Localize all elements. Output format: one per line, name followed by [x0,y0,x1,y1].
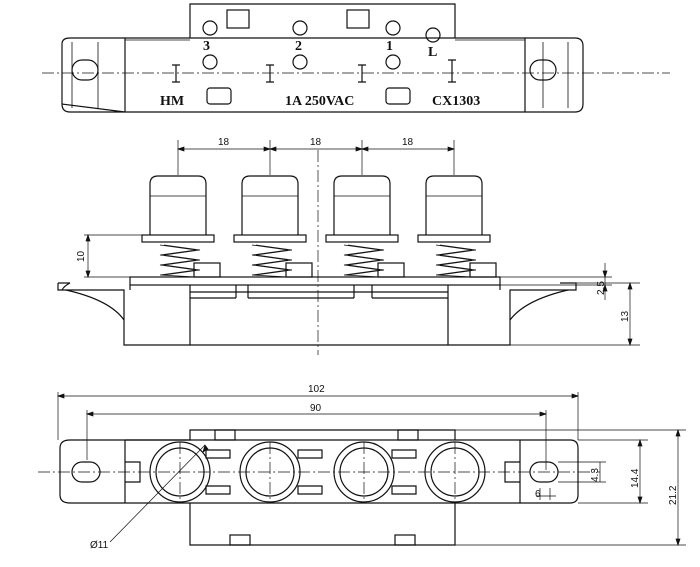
pin-label-3: 3 [203,39,210,54]
bottom-view: 102 90 [38,384,686,551]
diameter-leader [109,444,206,543]
front-top-plate [129,276,501,286]
left-mount-slot [71,59,99,81]
dim-height-inner: 14.4 [630,468,641,488]
top-tab-right [346,9,370,29]
bottom-flange-outline [59,439,579,504]
dim-slot-width: 6 [535,489,541,500]
pin-hole-la [425,27,441,43]
pin-hole-3b [202,54,218,70]
pin-hole-1a [385,20,401,36]
dim-height-outer: 21.2 [668,485,679,505]
bottom-tab-right [385,87,411,105]
push-button-1 [141,175,215,243]
top-view: 3 2 1 L HM 1A 250VAC CX1303 [42,3,670,113]
dim-slot-height: 4.3 [590,468,601,482]
dim-hole-pitch: 90 [310,403,322,414]
terminal-pins [172,59,456,83]
pitch-dim-1: 18 [218,137,230,148]
spring-2 [251,244,289,278]
push-button-4 [417,175,491,243]
spring-3 [343,244,381,278]
pin-hole-2a [292,20,308,36]
spring-4 [435,244,473,278]
bottom-tab-left [206,87,232,105]
marking-left: HM [160,94,184,109]
top-tab-left [226,9,250,29]
right-mount-slot [529,59,557,81]
front-view: 18 18 18 [57,137,640,355]
top-left-flange [61,37,126,113]
pin-label-1: 1 [386,39,393,54]
dim-body-height: 13 [620,310,631,322]
dim-overall-length: 102 [308,384,325,395]
dim-button-diameter: Ø11 [90,540,109,551]
dim-plate: 2.5 [596,281,607,295]
pin-label-2: 2 [295,39,302,54]
push-button-3 [325,175,399,243]
dim-button-height: 10 [76,250,87,262]
pin-hole-1b [385,54,401,70]
push-button-2 [233,175,307,243]
pin-label-l: L [428,45,437,60]
marking-rating: 1A 250VAC [285,94,354,109]
pitch-dim-2: 18 [310,137,322,148]
marking-model: CX1303 [432,94,480,109]
top-cover-outline [189,3,456,38]
pitch-dim-3: 18 [402,137,414,148]
pin-hole-3a [202,20,218,36]
bottom-body-outline [189,503,456,546]
spring-1 [159,244,197,278]
pin-hole-2b [292,54,308,70]
top-right-flange [525,37,584,113]
